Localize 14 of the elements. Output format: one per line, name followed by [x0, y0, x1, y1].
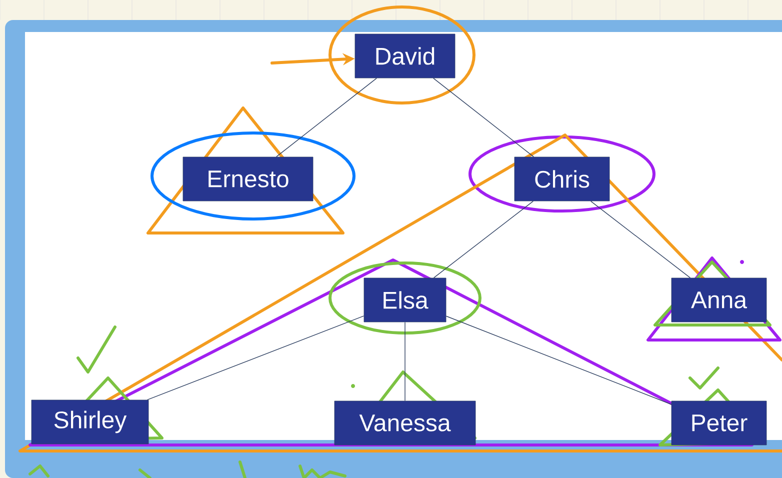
name-box: Elsa [364, 278, 446, 322]
connector-line [590, 200, 691, 278]
name-box: David [354, 34, 456, 78]
name-box: Shirley [31, 400, 149, 444]
connector-line [276, 78, 378, 158]
name-box: Anna [671, 278, 767, 322]
connector-line [446, 316, 672, 405]
name-box: Vanessa [334, 400, 476, 446]
name-box: Peter [671, 400, 767, 446]
connector-line [433, 78, 534, 158]
name-box: Chris [514, 156, 610, 202]
name-box: Ernesto [182, 156, 314, 202]
connector-line [146, 316, 364, 400]
connector-line [404, 322, 406, 402]
